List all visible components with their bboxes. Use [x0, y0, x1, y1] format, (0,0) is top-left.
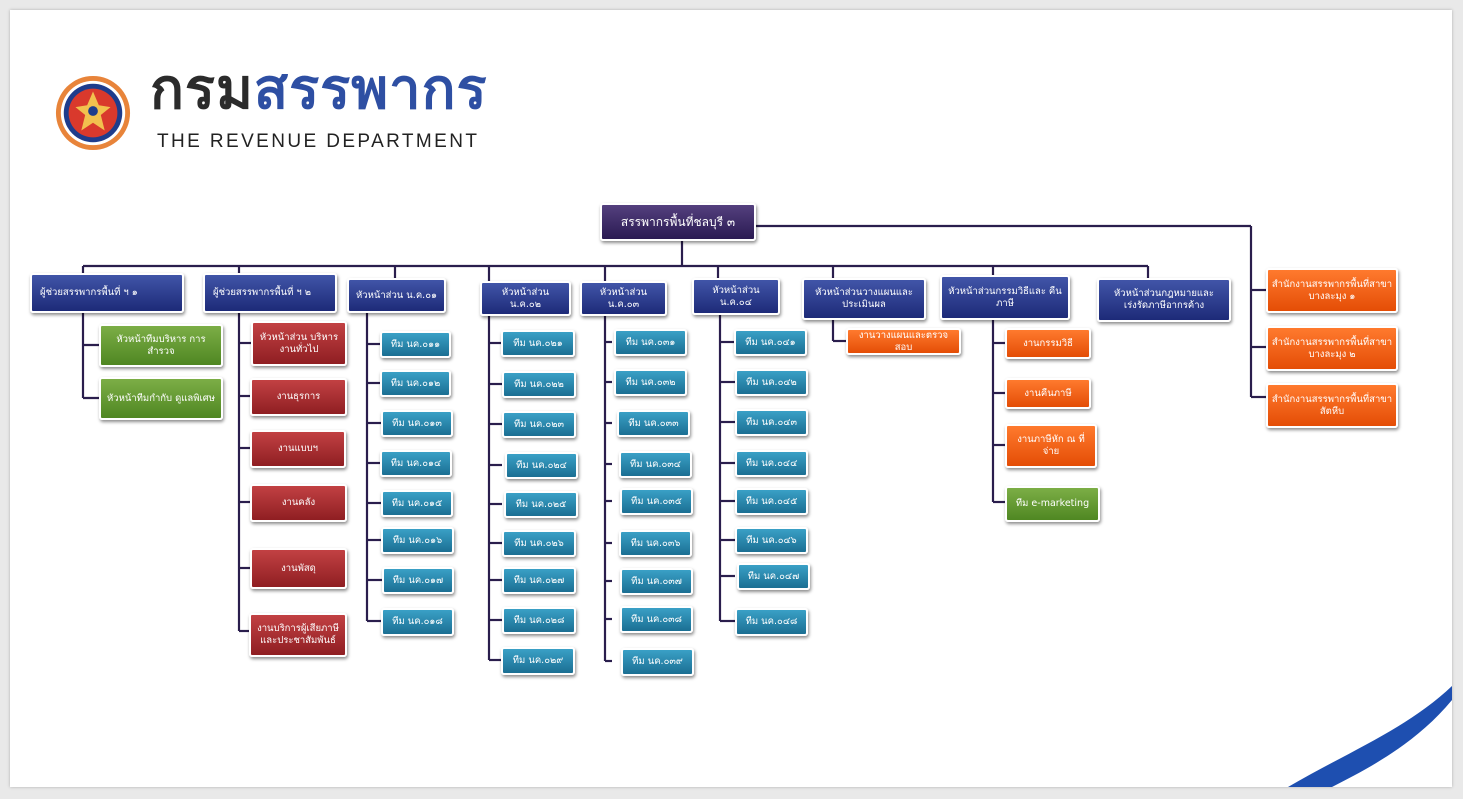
org-c5-item-5: ทีม นค.๐๓๕	[620, 488, 693, 515]
org-c8-title: หัวหน้าส่วนกรรมวิธีและ คืนภาษี	[940, 275, 1070, 320]
logo-subtitle: THE REVENUE DEPARTMENT	[157, 131, 480, 152]
org-c5-item-8: ทีม นค.๐๓๘	[620, 606, 693, 633]
org-c1-item-2: หัวหน้าทีมกำกับ ดูแลพิเศษ	[99, 377, 223, 420]
org-c6-item-8: ทีม นค.๐๔๘	[735, 608, 808, 636]
org-c2-item-4: งานคลัง	[250, 484, 347, 522]
connector-lines	[81, 224, 1267, 663]
org-c3-title: หัวหน้าส่วน น.ค.๐๑	[347, 278, 446, 313]
org-c4-item-1: ทีม นค.๐๒๑	[501, 330, 575, 357]
org-c2-title: ผู้ช่วยสรรพากรพื้นที่ ฯ ๒	[203, 273, 337, 313]
org-c6-title: หัวหน้าส่วน น.ค.๐๔	[692, 278, 780, 315]
org-c4-item-5: ทีม นค.๐๒๕	[504, 491, 578, 518]
org-c6-item-2: ทีม นค.๐๔๒	[735, 369, 808, 396]
revenue-department-seal-icon	[55, 75, 131, 151]
org-branch-1: สำนักงานสรรพากรพื้นที่สาขา บางละมุง ๑	[1266, 268, 1398, 313]
org-branch-3: สำนักงานสรรพากรพื้นที่สาขา สัตหีบ	[1266, 383, 1398, 428]
org-c8-item-2: งานคืนภาษี	[1005, 378, 1091, 409]
org-c6-item-3: ทีม นค.๐๔๓	[735, 409, 808, 436]
corner-swoosh-decoration	[1288, 686, 1452, 787]
org-c6-item-4: ทีม นค.๐๔๔	[735, 450, 808, 477]
org-c6-item-5: ทีม นค.๐๔๕	[735, 488, 808, 515]
org-c5-item-1: ทีม นค.๐๓๑	[614, 329, 687, 356]
org-c5-item-2: ทีม นค.๐๓๒	[614, 369, 687, 396]
org-c6-item-1: ทีม นค.๐๔๑	[734, 329, 807, 356]
org-c4-item-8: ทีม นค.๐๒๘	[502, 607, 576, 634]
page-frame: กรมสรรพากร THE REVENUE DEPARTMENT	[10, 10, 1452, 787]
org-c1-title: ผู้ช่วยสรรพากรพื้นที่ ฯ ๑	[30, 273, 184, 313]
org-c4-item-3: ทีม นค.๐๒๓	[502, 411, 576, 438]
org-c3-item-1: ทีม นค.๐๑๑	[380, 331, 451, 358]
org-c8-item-4: ทีม e-marketing	[1005, 486, 1100, 522]
org-c2-item-1: หัวหน้าส่วน บริหารงานทั่วไป	[251, 321, 347, 366]
org-c8-item-1: งานกรรมวิธี	[1005, 328, 1091, 359]
logo-title: กรมสรรพากร	[150, 62, 488, 118]
org-c5-item-6: ทีม นค.๐๓๖	[619, 530, 692, 557]
org-c4-item-9: ทีม นค.๐๒๙	[501, 647, 575, 675]
org-c8-item-3: งานภาษีหัก ณ ที่จ่าย	[1005, 424, 1097, 468]
org-c5-title: หัวหน้าส่วน น.ค.๐๓	[580, 281, 667, 316]
org-c3-item-6: ทีม นค.๐๑๖	[381, 527, 454, 554]
org-c1-item-1: หัวหน้าทีมบริหาร การสำรวจ	[99, 324, 223, 367]
org-c3-item-2: ทีม นค.๐๑๒	[380, 370, 451, 397]
org-c7-title: หัวหน้าส่วนวางแผนและ ประเมินผล	[802, 278, 926, 320]
org-c2-item-3: งานแบบฯ	[250, 430, 346, 468]
org-c3-item-8: ทีม นค.๐๑๘	[381, 608, 454, 636]
org-c4-item-4: ทีม นค.๐๒๔	[505, 452, 578, 479]
org-c4-title: หัวหน้าส่วน น.ค.๐๒	[480, 281, 571, 316]
org-c4-item-6: ทีม นค.๐๒๖	[502, 530, 576, 557]
org-c3-item-7: ทีม นค.๐๑๗	[382, 567, 454, 594]
org-c2-item-6: งานบริการผู้เสียภาษี และประชาสัมพันธ์	[249, 613, 347, 657]
org-c3-item-3: ทีม นค.๐๑๓	[381, 410, 453, 437]
org-root: สรรพากรพื้นที่ชลบุรี ๓	[600, 203, 756, 241]
org-c5-item-3: ทีม นค.๐๓๓	[617, 410, 690, 437]
org-c4-item-7: ทีม นค.๐๒๗	[502, 567, 576, 594]
org-c9-title: หัวหน้าส่วนกฎหมายและ เร่งรัดภาษีอากรค้าง	[1097, 278, 1231, 322]
org-c3-item-4: ทีม นค.๐๑๔	[380, 450, 452, 477]
org-c3-item-5: ทีม นค.๐๑๕	[381, 490, 453, 517]
org-c5-item-9: ทีม นค.๐๓๙	[621, 648, 694, 676]
org-c6-item-7: ทีม นค.๐๔๗	[737, 563, 810, 590]
logo-title-part1: กรม	[150, 57, 254, 122]
org-branch-2: สำนักงานสรรพากรพื้นที่สาขา บางละมุง ๒	[1266, 326, 1398, 371]
logo-title-part2: สรรพากร	[253, 57, 488, 122]
org-c5-item-4: ทีม นค.๐๓๔	[619, 451, 692, 478]
org-c4-item-2: ทีม นค.๐๒๒	[502, 371, 576, 398]
org-c2-item-2: งานธุรการ	[250, 378, 347, 416]
org-c6-item-6: ทีม นค.๐๔๖	[735, 527, 808, 554]
org-c2-item-5: งานพัสดุ	[250, 548, 347, 589]
org-c5-item-7: ทีม นค.๐๓๗	[620, 568, 693, 595]
org-c7-item-1: งานวางแผนและตรวจสอบ	[846, 328, 961, 355]
